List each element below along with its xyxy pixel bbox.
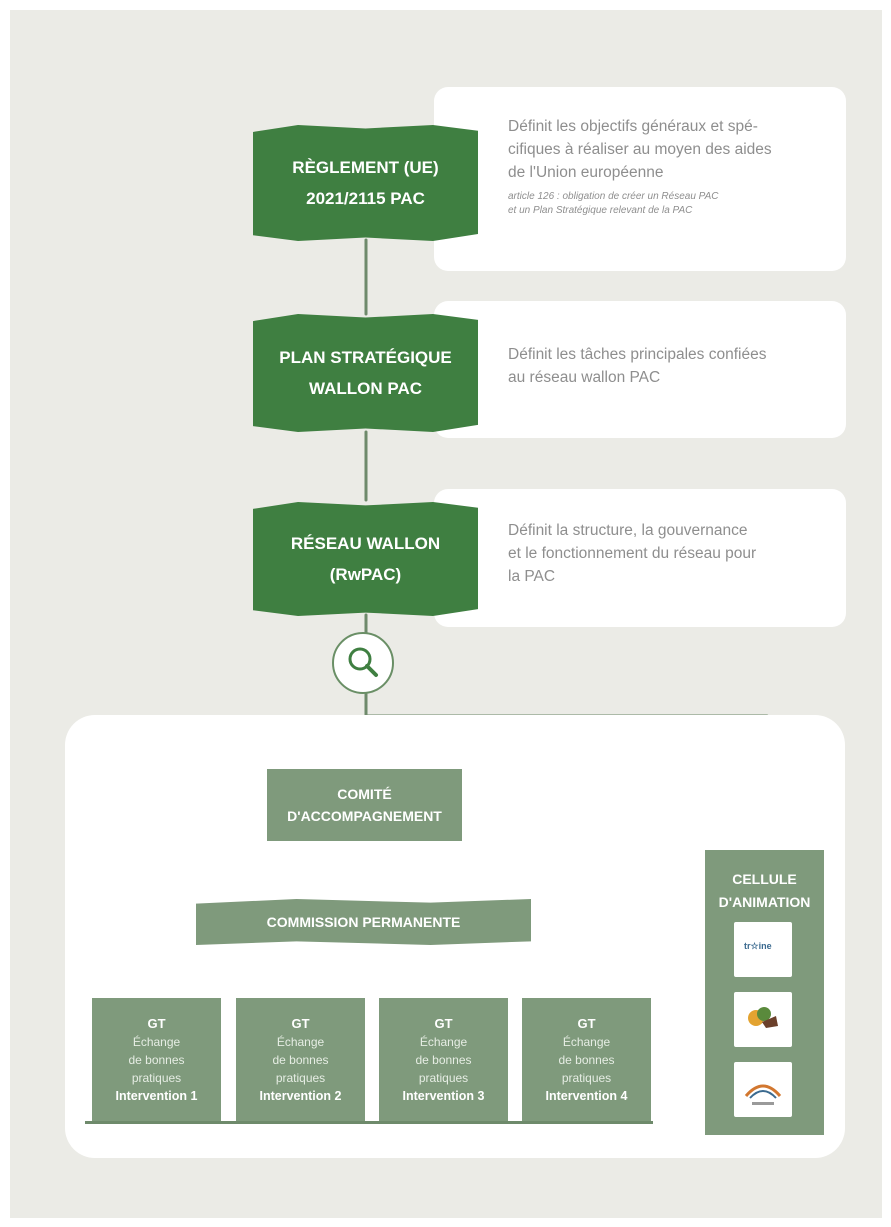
gt-sub-line: pratiques <box>275 1070 326 1085</box>
box-title-line: CELLULE <box>732 871 797 887</box>
gt-sub-line: Échange <box>562 1034 611 1049</box>
gt-title: GT <box>577 1015 596 1031</box>
description-line: au réseau wallon PAC <box>508 369 661 386</box>
description-card-reseau-wallon: Définit la structure, la gouvernance et … <box>434 489 846 627</box>
box-reglement-ue: RÈGLEMENT (UE) 2021/2115 PAC <box>253 125 478 241</box>
gt-intervention: Intervention 2 <box>259 1088 342 1103</box>
gt-sub-line: Échange <box>419 1034 468 1049</box>
description-line: cifiques à réaliser au moyen des aides <box>508 141 772 158</box>
gt-sub-line: de bonnes <box>128 1052 185 1067</box>
box-comite-accompagnement: COMITÉ D'ACCOMPAGNEMENT <box>267 769 462 841</box>
magnifier-icon <box>332 632 394 694</box>
partner-logo-2 <box>734 992 792 1047</box>
article-note: article 126 : obligation de créer un Rés… <box>508 190 828 218</box>
gt-box-intervention-3: GT Échange de bonnes pratiques Intervent… <box>379 998 508 1121</box>
note-line: article 126 : obligation de créer un Rés… <box>508 191 719 202</box>
partner-logo-1: tr☆ine <box>734 922 792 977</box>
gt-sub-line: de bonnes <box>558 1052 615 1067</box>
note-line: et un Plan Stratégique relevant de la PA… <box>508 205 693 216</box>
gt-sub-line: de bonnes <box>272 1052 329 1067</box>
gt-box-intervention-1: GT Échange de bonnes pratiques Intervent… <box>92 998 221 1121</box>
box-plan-strategique: PLAN STRATÉGIQUE WALLON PAC <box>253 314 478 432</box>
box-title-line: D'ACCOMPAGNEMENT <box>287 808 442 824</box>
box-title-line: WALLON PAC <box>308 379 422 398</box>
gt-intervention: Intervention 1 <box>115 1088 198 1103</box>
description-line: Définit les objectifs généraux et spé- <box>508 118 758 135</box>
gt-baseline <box>85 1121 653 1124</box>
box-reseau-wallon: RÉSEAU WALLON (RwPAC) <box>253 502 478 616</box>
description-card-plan-strategique: Définit les tâches principales confiées … <box>434 301 846 438</box>
box-title-line: 2021/2115 PAC <box>306 189 425 208</box>
box-commission-permanente: COMMISSION PERMANENTE <box>196 899 531 945</box>
partner-logo-3 <box>734 1062 792 1117</box>
box-title-line: (RwPAC) <box>329 565 402 584</box>
description-line: et le fonctionnement du réseau pour <box>508 545 757 562</box>
description-line: Définit les tâches principales confiées <box>508 346 767 363</box>
gt-title: GT <box>434 1015 453 1031</box>
gt-sub-line: Échange <box>132 1034 181 1049</box>
partner-logo-text: tr☆ine <box>744 941 772 951</box>
gt-sub-line: de bonnes <box>415 1052 472 1067</box>
box-title-line: RÉSEAU WALLON <box>290 534 441 553</box>
description-line: de l'Union européenne <box>508 164 664 181</box>
gt-sub-line: Échange <box>276 1034 325 1049</box>
gt-intervention: Intervention 4 <box>545 1088 628 1103</box>
description-card-reglement: Définit les objectifs généraux et spé- c… <box>434 87 846 271</box>
gt-sub-line: pratiques <box>418 1070 469 1085</box>
box-title-line: D'ANIMATION <box>718 894 811 910</box>
gt-title: GT <box>147 1015 166 1031</box>
box-title-line: COMITÉ <box>337 786 392 802</box>
description-line: la PAC <box>508 568 556 585</box>
box-title: COMMISSION PERMANENTE <box>266 914 461 930</box>
box-title-line: RÈGLEMENT (UE) <box>292 158 439 177</box>
description-line: Définit la structure, la gouvernance <box>508 522 748 539</box>
gt-box-intervention-4: GT Échange de bonnes pratiques Intervent… <box>522 998 651 1121</box>
box-title-line: PLAN STRATÉGIQUE <box>279 348 452 367</box>
gt-sub-line: pratiques <box>131 1070 182 1085</box>
gt-intervention: Intervention 3 <box>402 1088 485 1103</box>
gt-title: GT <box>291 1015 310 1031</box>
gt-box-intervention-2: GT Échange de bonnes pratiques Intervent… <box>236 998 365 1121</box>
gt-sub-line: pratiques <box>561 1070 612 1085</box>
